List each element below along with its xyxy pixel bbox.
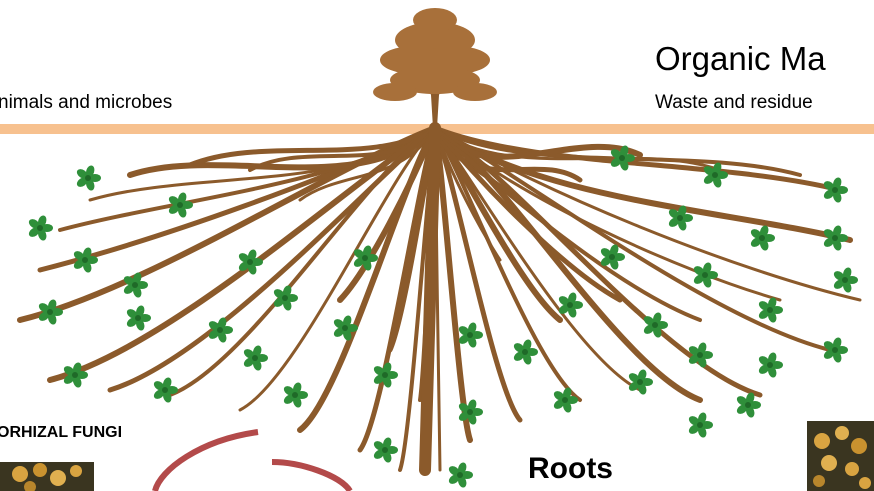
clover-microbe-center [767, 362, 773, 368]
clover-microbe-center [677, 215, 683, 221]
clover-microbe-center [282, 295, 288, 301]
clover-microbe-center [457, 472, 463, 478]
clover-microbe-center [132, 282, 138, 288]
clover-microbe-center [467, 332, 473, 338]
clover-microbe-center [567, 302, 573, 308]
clover-microbe-center [759, 235, 765, 241]
clover-microbe-center [562, 397, 568, 403]
clover-microbe-center [767, 307, 773, 313]
clover-microbe-center [467, 409, 473, 415]
clover-microbe-center [177, 202, 183, 208]
organic-matter-title: Organic Ma [655, 40, 826, 78]
clover-microbe-center [609, 254, 615, 260]
clover-microbe-center [832, 347, 838, 353]
clover-microbe-center [217, 327, 223, 333]
clover-microbe-center [832, 235, 838, 241]
clover-microbe-center [72, 372, 78, 378]
clover-microbe-center [162, 387, 168, 393]
fungi-spore-photo-right [807, 421, 874, 491]
clover-microbe-center [712, 172, 718, 178]
clover-microbe-center [652, 322, 658, 328]
animals-microbes-caption: nimals and microbes [0, 92, 172, 114]
clover-microbe-center [342, 325, 348, 331]
clover-microbe-center [247, 259, 253, 265]
fungi-spore-photo-left [0, 462, 94, 491]
clover-microbe-center [292, 392, 298, 398]
tree-illustration [373, 8, 497, 128]
clover-microbe-center [832, 187, 838, 193]
highlight-circle-arc-outer [155, 432, 258, 491]
clover-microbe-center [382, 447, 388, 453]
roots-label: Roots [528, 452, 613, 486]
clover-microbe-center [697, 352, 703, 358]
organic-matter-subtitle: Waste and residue [655, 92, 813, 114]
highlight-circle-arc-inner [272, 462, 350, 491]
clover-microbe-center [382, 372, 388, 378]
clover-microbe-center [85, 175, 91, 181]
clover-microbe-center [82, 257, 88, 263]
clover-microbe-center [47, 309, 53, 315]
clover-microbe-center [702, 272, 708, 278]
clover-microbe-center [362, 255, 368, 261]
clover-microbe-center [745, 402, 751, 408]
clover-microbe-center [637, 379, 643, 385]
clover-microbe-center [842, 277, 848, 283]
clover-microbe-center [135, 315, 141, 321]
clover-microbe-center [697, 422, 703, 428]
clover-microbe-center [522, 349, 528, 355]
clover-microbe-center [619, 155, 625, 161]
clover-microbe-center [252, 355, 258, 361]
mycorrhizal-fungi-label: ORHIZAL FUNGI [0, 424, 122, 442]
clover-microbe-center [37, 225, 43, 231]
